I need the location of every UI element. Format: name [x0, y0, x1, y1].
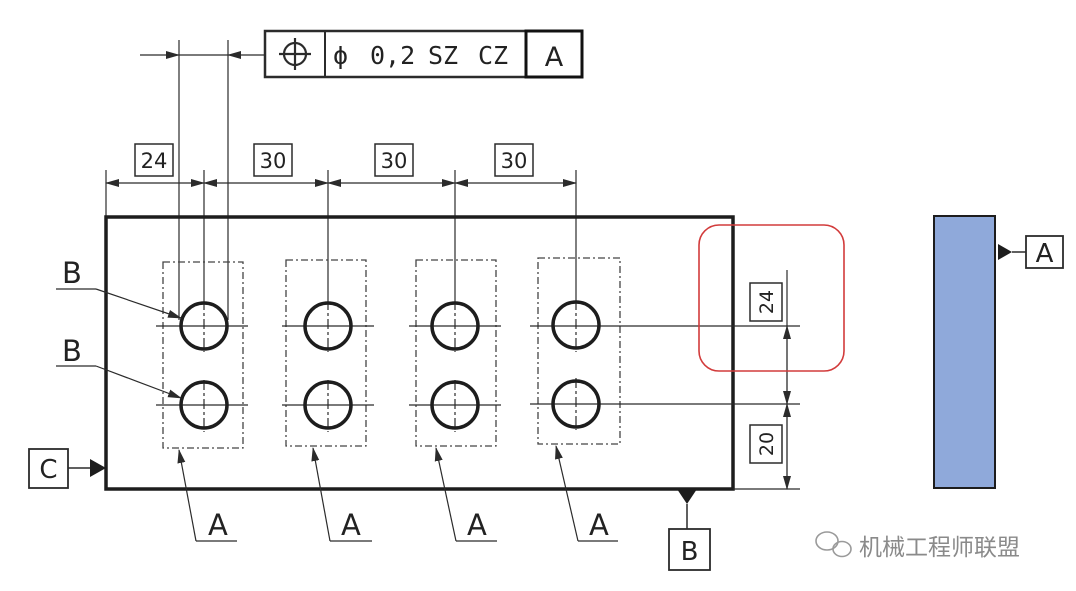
zone-1 [162, 261, 244, 449]
centerlines [156, 300, 800, 432]
a-leaders: A A A A [177, 445, 618, 542]
hole [179, 380, 229, 430]
label-a-zone-4: A [589, 508, 609, 542]
datum-c: C [28, 448, 106, 489]
fcf-outline [263, 29, 584, 79]
plate-outline [104, 215, 735, 491]
fcf-diameter-sign: ϕ [333, 41, 348, 70]
b-leaders: B B [56, 256, 182, 399]
vertical-dimensions: 24 20 [733, 270, 800, 490]
datum-b-label: B [681, 537, 699, 567]
label-a-zone-2: A [341, 508, 361, 542]
hole [551, 300, 601, 350]
fcf-datum-cell [524, 29, 584, 79]
dim-v-24: 24 [756, 290, 778, 314]
tolerance-width-indicator [140, 40, 265, 320]
wechat-icon [815, 531, 852, 558]
datum-b: B [668, 489, 711, 571]
zone-3 [415, 259, 497, 447]
zone-4 [537, 257, 621, 445]
side-view-part [933, 215, 996, 489]
tolerance-zones [162, 257, 621, 449]
fcf-modifier-sz: SZ [428, 41, 458, 70]
feature-control-frame: ϕ 0,2 SZ CZ A [263, 29, 584, 79]
position-symbol-icon [279, 38, 311, 70]
fcf-modifier-cz: CZ [478, 41, 508, 70]
label-b-lower: B [62, 334, 82, 368]
hole [303, 380, 353, 430]
fcf-datum-a: A [545, 42, 564, 73]
datum-c-label: C [39, 455, 57, 485]
watermark-text: 机械工程师联盟 [859, 535, 1020, 561]
dim-24: 24 [141, 149, 168, 173]
label-a-zone-1: A [208, 508, 228, 542]
horizontal-dimensions: 24 30 30 30 [105, 143, 577, 300]
hole [179, 301, 229, 351]
label-a-zone-3: A [467, 508, 487, 542]
zone-2 [285, 259, 367, 447]
hole [430, 301, 480, 351]
dim-30-c: 30 [501, 149, 528, 173]
fcf-tolerance: 0,2 [370, 41, 415, 70]
hole [430, 380, 480, 430]
dim-30-b: 30 [381, 149, 408, 173]
datum-a-side-label: A [1036, 239, 1054, 269]
side-view: A [933, 215, 1064, 489]
dim-30-a: 30 [260, 149, 287, 173]
holes [179, 300, 601, 430]
hole [551, 379, 601, 429]
watermark: 机械工程师联盟 [815, 531, 1020, 561]
highlight-box [698, 224, 845, 372]
label-b-upper: B [62, 256, 82, 290]
hole [303, 301, 353, 351]
dim-v-20: 20 [756, 432, 778, 456]
